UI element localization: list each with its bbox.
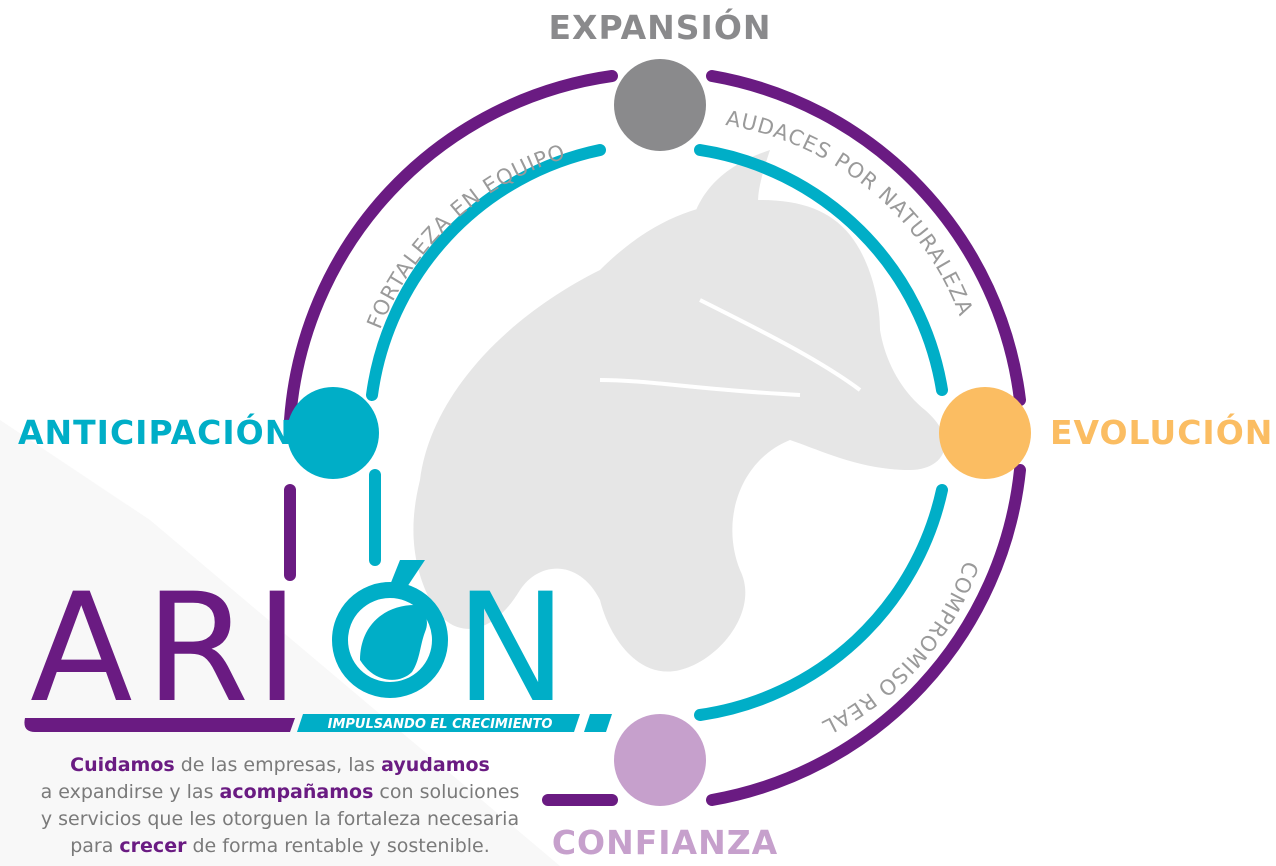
description-line-1: Cuidamos de las empresas, las ayudamos — [20, 752, 540, 779]
confianza-node — [614, 714, 706, 806]
description-line-2: a expandirse y las acompañamos con soluc… — [20, 779, 540, 806]
logo-banner-tip — [584, 714, 612, 732]
evolucion-label: EVOLUCIÓN — [1050, 413, 1274, 452]
anticipacion-node — [287, 387, 379, 479]
logo-letter-i: I — [255, 562, 299, 736]
evolucion-node — [939, 387, 1031, 479]
description-text: Cuidamos de las empresas, las ayudamos a… — [20, 752, 540, 860]
description-emphasis: ayudamos — [381, 754, 490, 776]
outer-ring — [284, 70, 1026, 806]
expansion-node — [614, 59, 706, 151]
logo-horse-emblem — [332, 560, 448, 698]
anticipacion-label: ANTICIPACIÓN — [18, 413, 294, 452]
description-run: de forma rentable y sostenible. — [186, 835, 490, 857]
logo-letter-r: R — [145, 562, 249, 736]
description-run: de las empresas, las — [174, 754, 382, 776]
arc-text-fortaleza: FORTALEZA EN EQUIPO — [362, 140, 567, 332]
description-line-4: para crecer de forma rentable y sostenib… — [20, 833, 540, 860]
description-run: con soluciones — [373, 781, 520, 803]
horse-ear — [690, 150, 770, 230]
description-run: para — [70, 835, 120, 857]
confianza-label: CONFIANZA — [551, 823, 779, 862]
description-emphasis: acompañamos — [219, 781, 374, 803]
description-emphasis: crecer — [119, 835, 187, 857]
arion-logo: A R I N IMPULSANDO EL CRECIMIENTO — [24, 560, 612, 736]
logo-letter-a: A — [30, 562, 133, 736]
description-line-3: y servicios que les otorguen la fortalez… — [20, 806, 540, 833]
logo-banner — [297, 714, 580, 732]
horse-silhouette — [413, 200, 945, 672]
background-shape — [0, 420, 560, 866]
svg-text:FORTALEZA EN EQUIPO: FORTALEZA EN EQUIPO — [362, 140, 568, 332]
logo-tagline: IMPULSANDO EL CRECIMIENTO — [328, 717, 553, 732]
description-run: y servicios que les otorguen la fortalez… — [40, 808, 520, 830]
inner-ring — [366, 144, 948, 721]
logo-letter-n: N — [455, 562, 567, 736]
logo-underline — [24, 718, 295, 732]
horse-bridle — [599, 298, 862, 397]
expansion-label: EXPANSIÓN — [548, 8, 772, 47]
description-run: a expandirse y las — [40, 781, 220, 803]
description-emphasis: Cuidamos — [70, 754, 175, 776]
